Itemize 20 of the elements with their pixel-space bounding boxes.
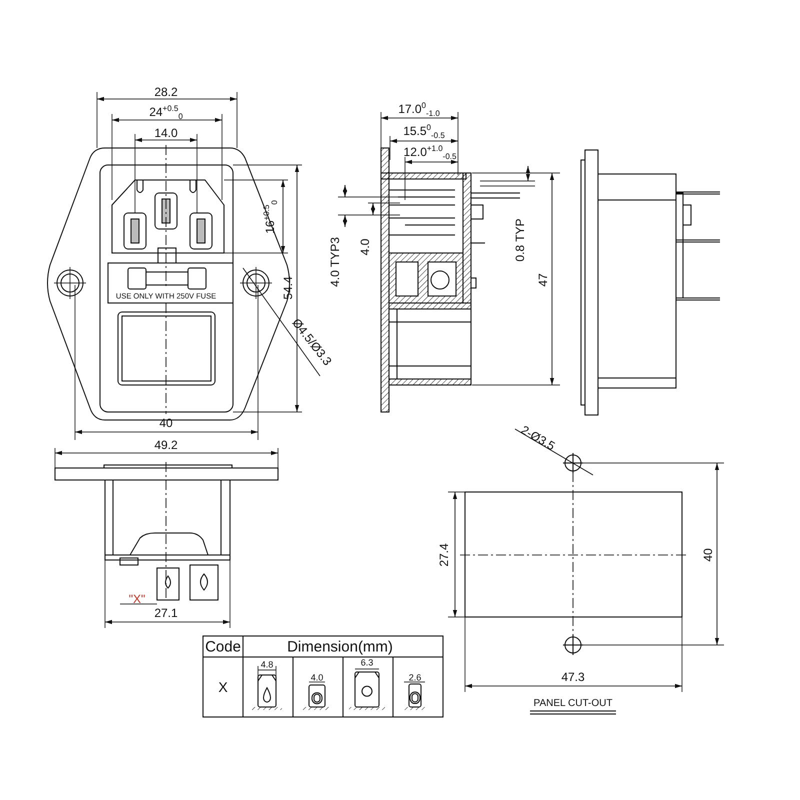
dimension-text: 4.0 TYP3 <box>329 237 341 287</box>
dimension-text: 40 <box>702 548 714 562</box>
dimension-text: 4.0 <box>359 238 371 256</box>
dimension-text: 27.4 <box>438 543 450 567</box>
dimension-value: 6.3 <box>360 658 374 668</box>
dimension-value: 4.8 <box>260 660 274 670</box>
dimension-text: 49.2 <box>154 439 178 451</box>
dimension-code: "X" <box>128 593 146 605</box>
dimension-text: 47 <box>537 273 549 287</box>
column-header: Code <box>205 640 241 654</box>
dimension-text: 0.8 TYP <box>514 218 526 262</box>
dimension-value: 2.6 <box>408 674 422 682</box>
column-header: Dimension(mm) <box>287 640 393 654</box>
row-label: X <box>218 680 228 694</box>
dimension-text: 27.1 <box>154 607 178 619</box>
dimension-text: 14.0 <box>154 127 178 139</box>
dimension-text: 47.3 <box>561 671 585 683</box>
dimension-value: 4.0 <box>310 674 324 682</box>
dimension-text: 28.2 <box>154 86 178 98</box>
view-title: PANEL CUT-OUT <box>534 699 612 709</box>
